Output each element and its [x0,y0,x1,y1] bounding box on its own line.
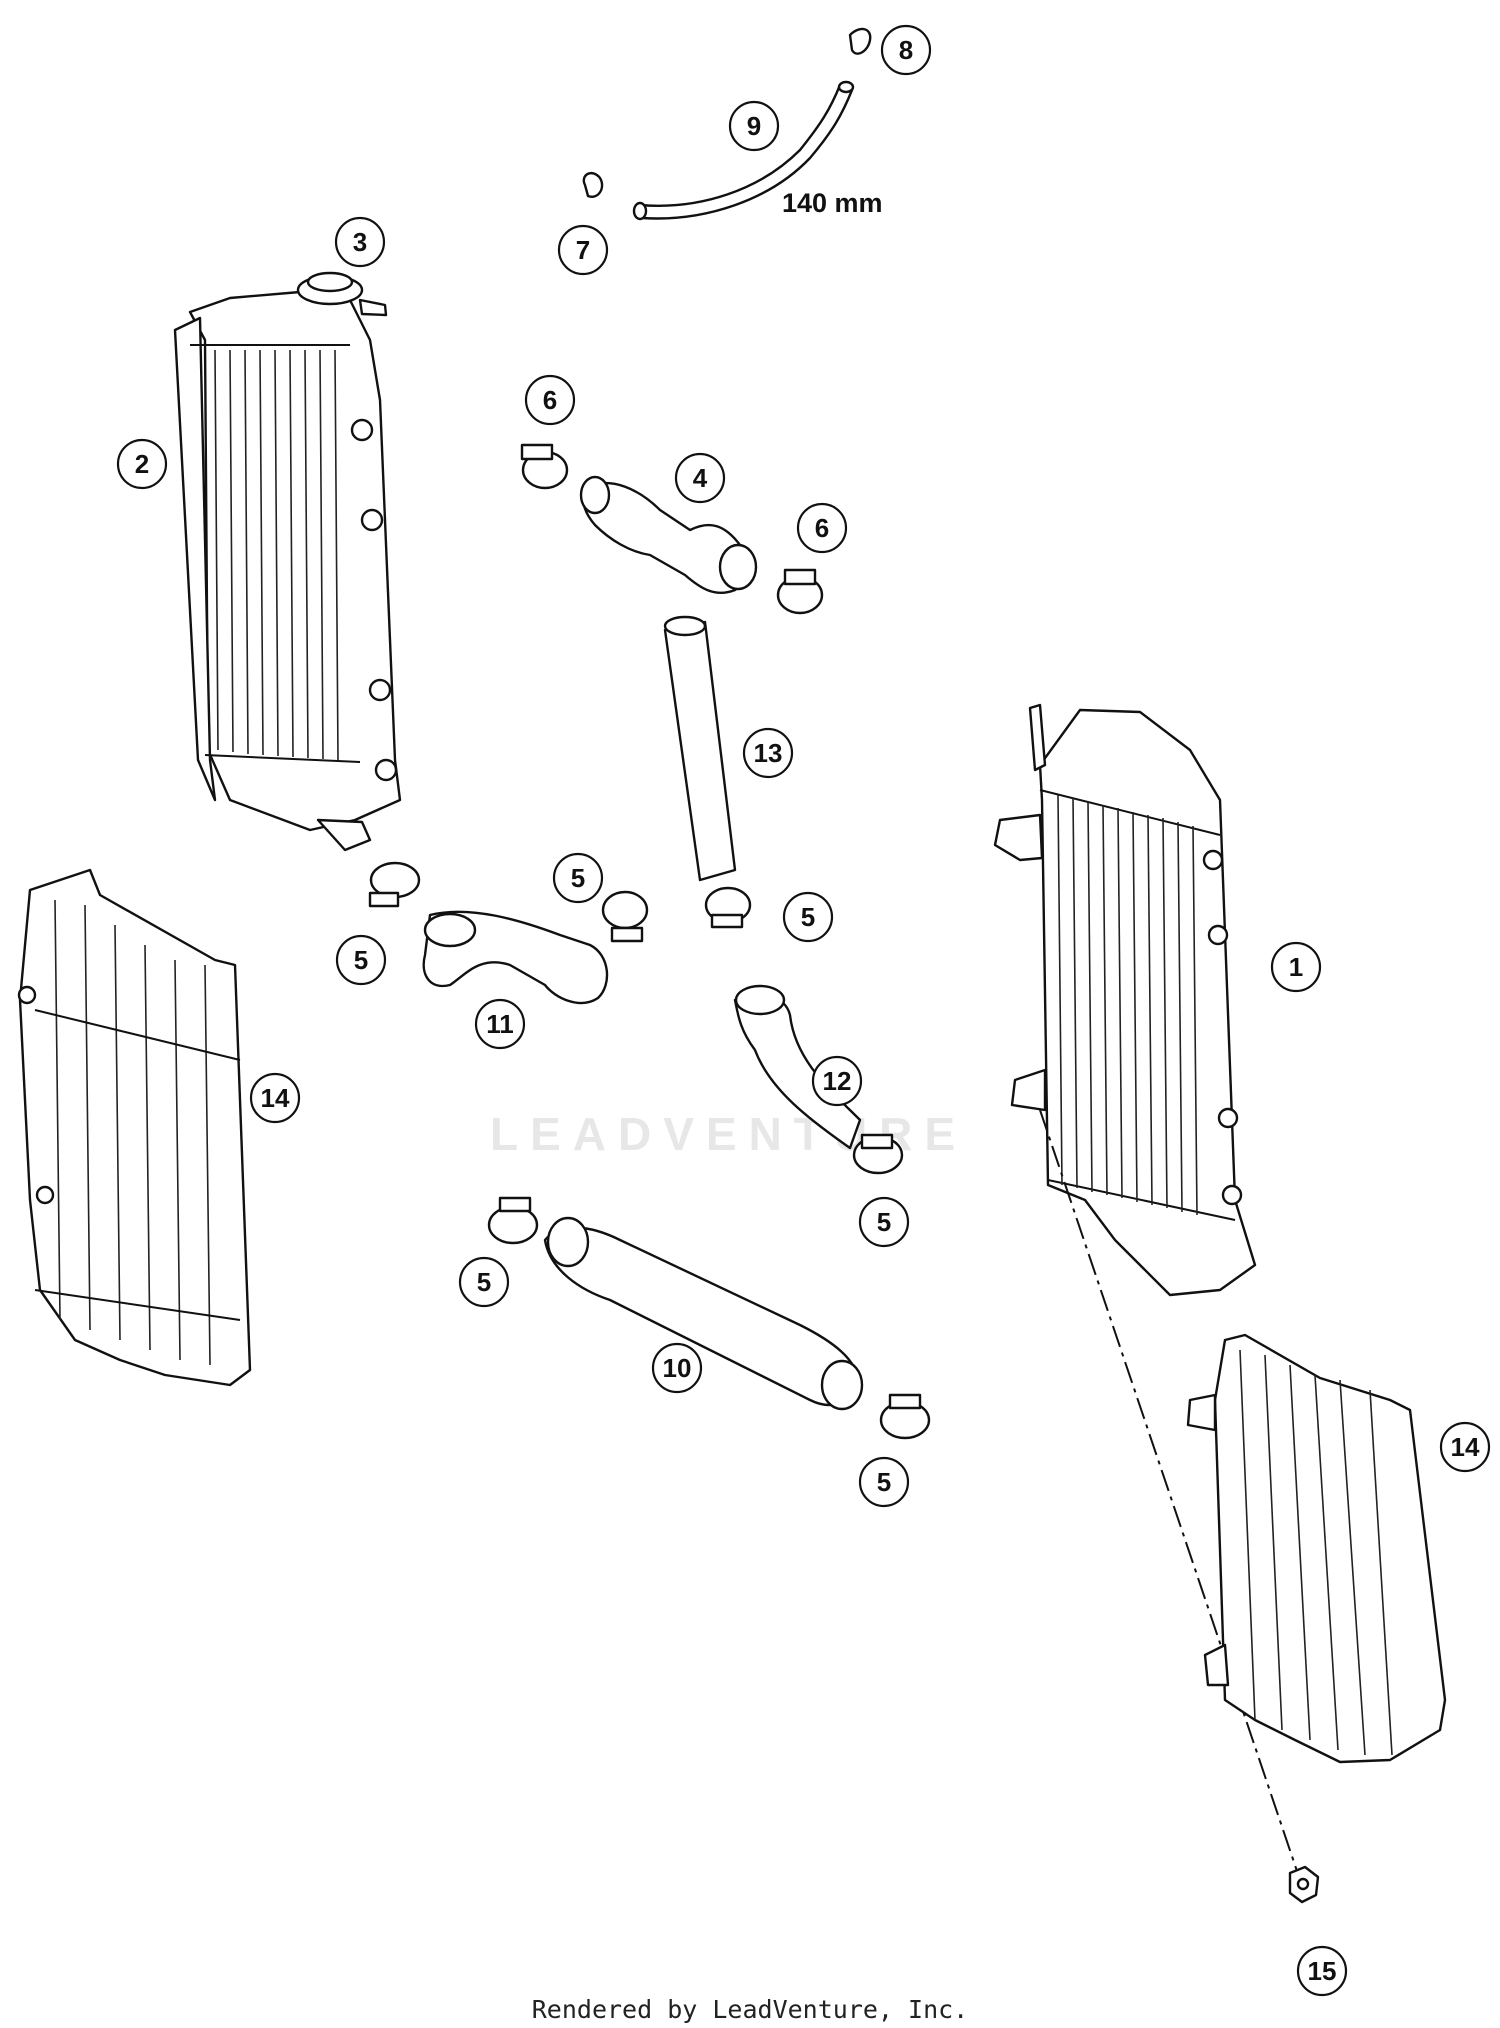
hose-clamp-5c [704,886,752,929]
svg-text:6: 6 [815,513,829,543]
footer-credit: Rendered by LeadVenture, Inc. [532,1995,969,2024]
callout-5d[interactable]: 5 [858,1196,910,1248]
hose-clip-7 [582,171,604,198]
hose-clip-8 [848,27,872,55]
svg-text:5: 5 [801,902,815,932]
hose-clamp-5d [852,1133,904,1175]
svg-text:7: 7 [576,235,590,265]
radiator-right [993,703,1257,1297]
svg-text:5: 5 [877,1207,891,1237]
svg-text:5: 5 [354,945,368,975]
callout-13[interactable]: 13 [742,727,794,779]
louver-guard-right [1186,1333,1447,1764]
svg-text:11: 11 [486,1009,514,1039]
svg-text:13: 13 [754,738,783,768]
overflow-hose [632,80,855,221]
svg-text:2: 2 [135,449,149,479]
svg-text:4: 4 [693,463,708,493]
callout-5a[interactable]: 5 [552,852,604,904]
callout-2[interactable]: 2 [116,438,168,490]
hose-clamp-6a [520,443,569,490]
callout-5f[interactable]: 5 [858,1456,910,1508]
callout-12[interactable]: 12 [811,1055,863,1107]
callout-9[interactable]: 9 [728,100,780,152]
radiator-left [173,290,402,852]
hose-connector [579,475,758,595]
svg-text:9: 9 [747,111,761,141]
callout-11[interactable]: 11 [474,998,526,1050]
mounting-nut [1288,1865,1320,1904]
callout-5b[interactable]: 5 [782,891,834,943]
hose-clamp-5e [487,1196,539,1245]
callout-8[interactable]: 8 [880,24,932,76]
svg-text:1: 1 [1289,952,1303,982]
callout-1[interactable]: 1 [1270,941,1322,993]
svg-text:10: 10 [663,1353,692,1383]
hose-clamp-5f [879,1393,931,1440]
mounting-line [1039,1109,1301,1881]
callout-6a[interactable]: 6 [524,374,576,426]
svg-text:5: 5 [877,1467,891,1497]
curved-hose [733,984,862,1150]
hose-clamp-5b [601,890,649,943]
callout-14b[interactable]: 14 [1439,1421,1491,1473]
callout-10[interactable]: 10 [651,1342,703,1394]
svg-text:5: 5 [477,1267,491,1297]
svg-text:8: 8 [899,35,913,65]
louver-guard-left [17,868,252,1387]
hose-clamp-6b [776,568,824,615]
svg-text:6: 6 [543,385,557,415]
svg-text:14: 14 [1451,1432,1480,1462]
lower-hose [543,1216,864,1411]
callout-6b[interactable]: 6 [796,502,848,554]
svg-text:15: 15 [1308,1956,1337,1986]
hose-length-label: 140 mm [782,188,883,218]
bent-hose [422,910,609,1005]
callout-14a[interactable]: 14 [249,1072,301,1124]
svg-text:14: 14 [261,1083,290,1113]
callout-7[interactable]: 7 [557,224,609,276]
svg-text:3: 3 [353,227,367,257]
callout-5e[interactable]: 5 [458,1256,510,1308]
svg-text:12: 12 [823,1066,852,1096]
callout-15[interactable]: 15 [1296,1945,1348,1997]
hose-clamp-5a [368,861,421,908]
svg-text:5: 5 [571,863,585,893]
radiator-cap [296,271,388,317]
straight-hose [663,615,737,882]
callout-4[interactable]: 4 [674,452,726,504]
callout-3[interactable]: 3 [334,216,386,268]
callout-5c[interactable]: 5 [335,934,387,986]
